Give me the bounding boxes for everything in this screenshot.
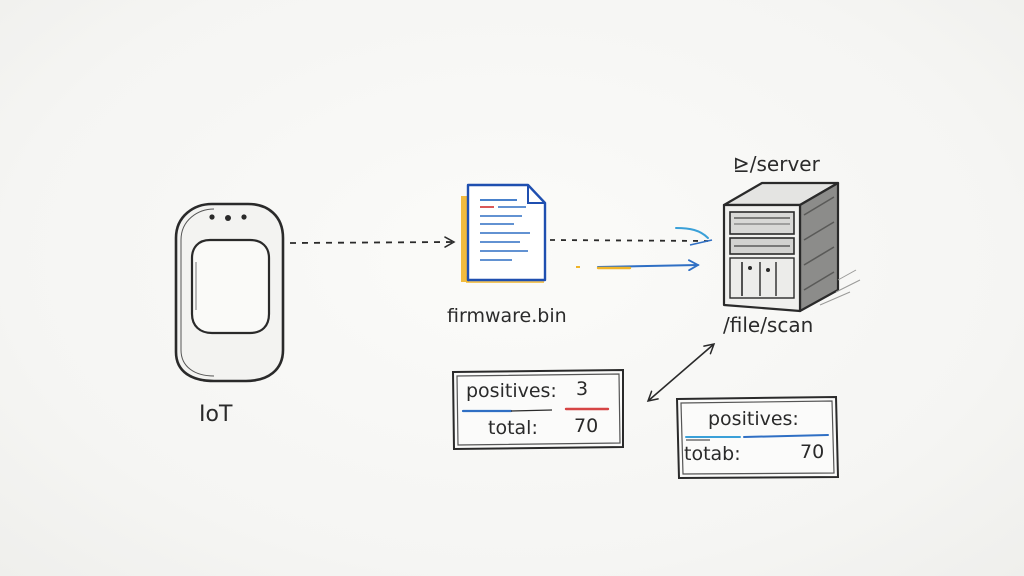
scan-request-arrow xyxy=(597,259,700,272)
upload-arrow xyxy=(289,236,456,248)
result-2-total-value: 70 xyxy=(800,441,825,463)
server-title-label: ⊵/server xyxy=(733,152,820,176)
iot-device-icon xyxy=(174,202,285,383)
submit-arrow xyxy=(549,239,709,242)
iot-label: IoT xyxy=(199,402,233,427)
result-1-total-label: total: xyxy=(488,417,538,439)
scan-response-arrow xyxy=(646,342,716,403)
result-1-positives-label: positives: xyxy=(466,380,557,402)
result-2-positives-label: positives: xyxy=(708,408,799,430)
firmware-file-icon xyxy=(461,183,547,283)
scan-result-box-2 xyxy=(675,395,840,480)
firmware-file-label: firmware.bin xyxy=(447,305,567,327)
result-1-positives-value: 3 xyxy=(576,378,589,400)
result-2-total-label: totab: xyxy=(684,443,741,465)
scan-result-box-1 xyxy=(451,368,624,451)
result-1-total-value: 70 xyxy=(574,415,599,437)
server-icon xyxy=(722,181,861,313)
server-endpoint-label: /file/scan xyxy=(723,313,814,337)
